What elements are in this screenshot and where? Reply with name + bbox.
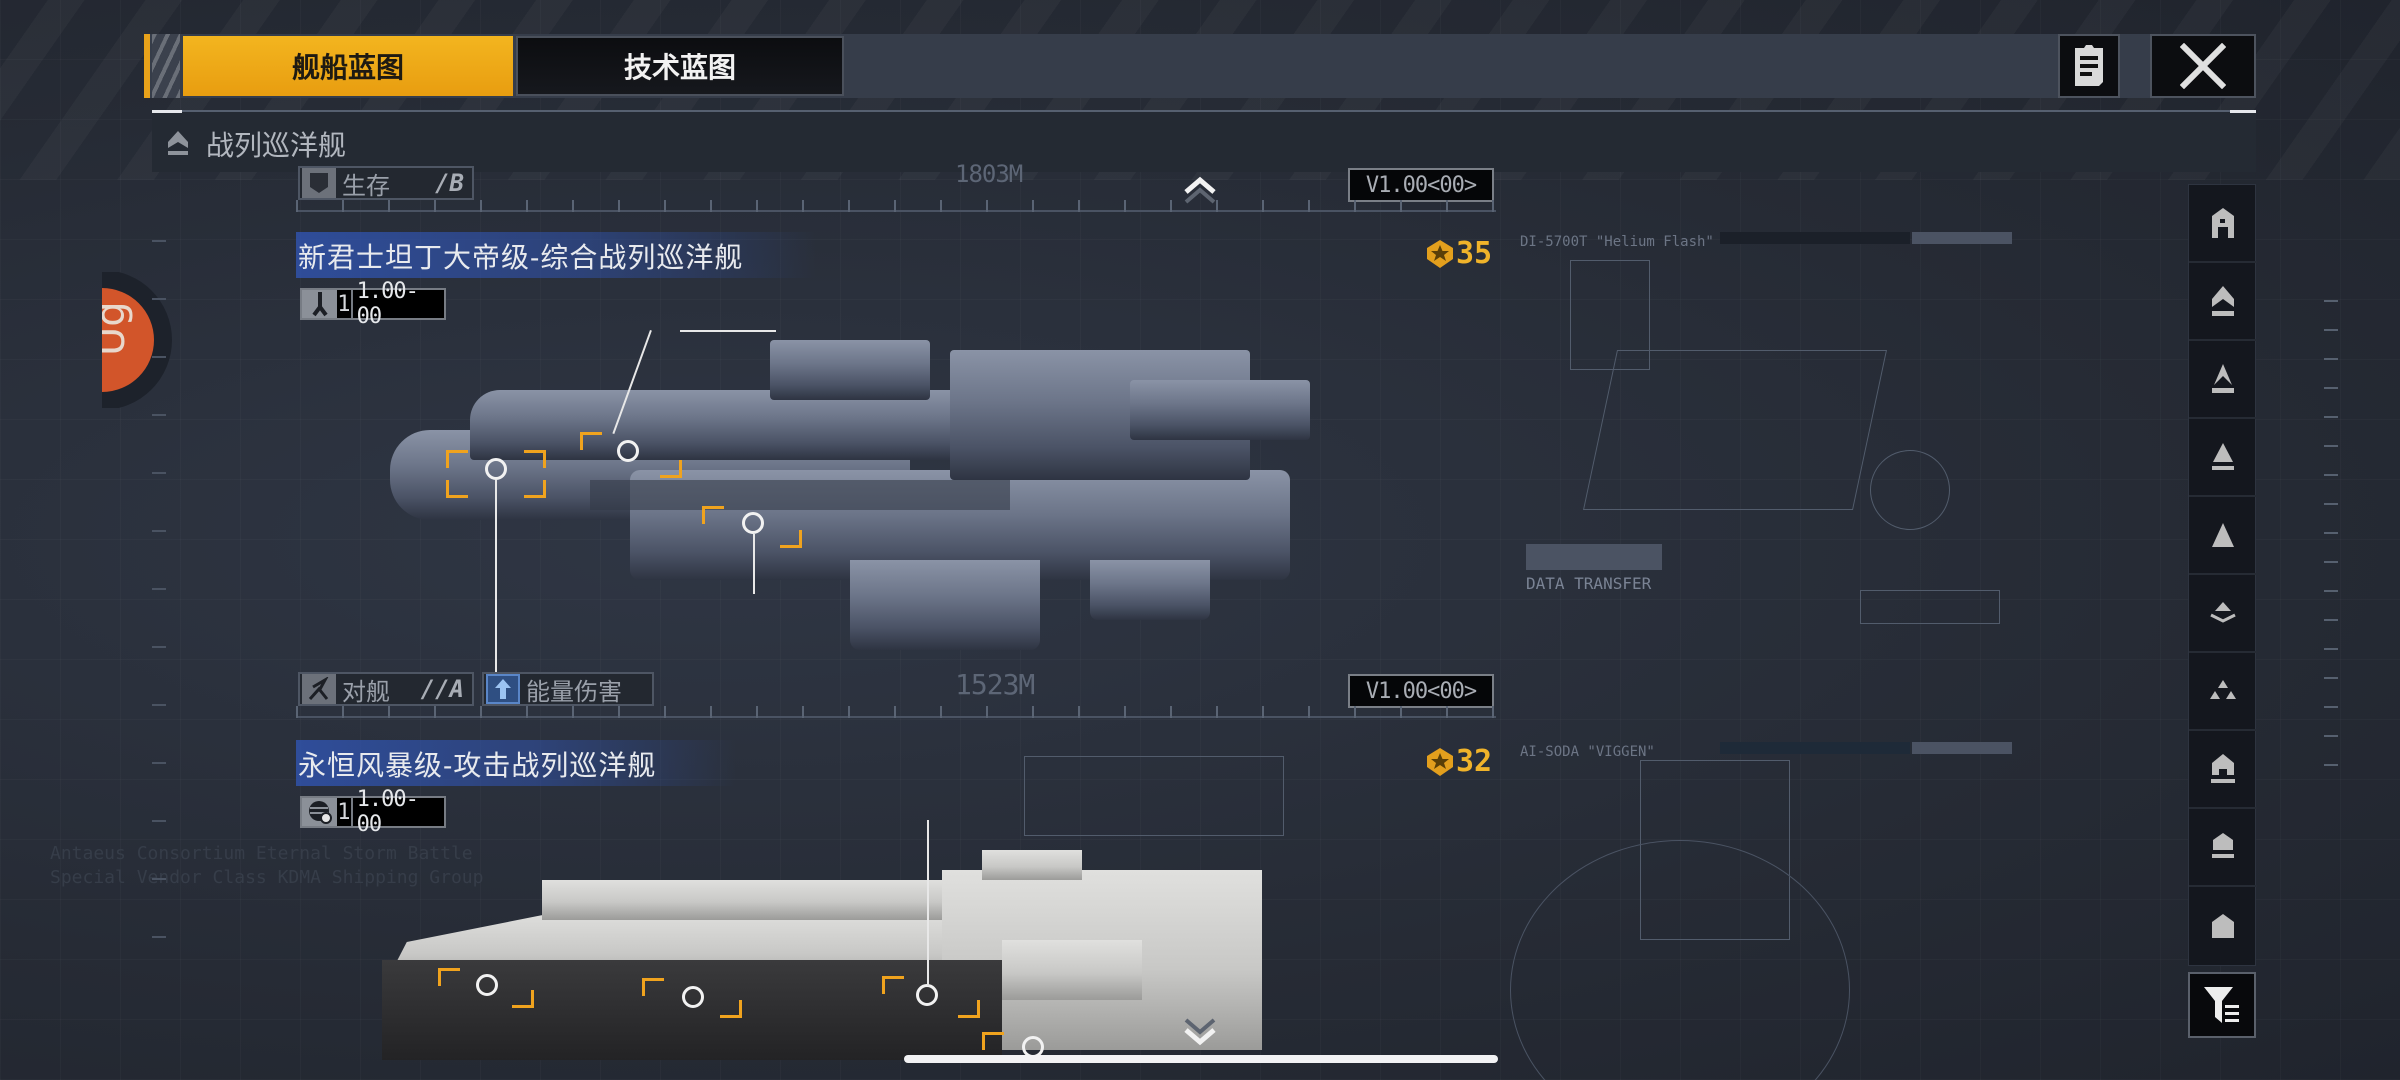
- battlecruiser-icon: [2212, 286, 2234, 316]
- top-bar-accent: [144, 34, 150, 98]
- aux-carrier-icon: [2211, 754, 2235, 783]
- blueprint-block: [1526, 544, 1662, 570]
- stat-label: 生存: [342, 172, 390, 200]
- category-bar: 战列巡洋舰: [152, 110, 2256, 172]
- filter-icon: [2204, 987, 2239, 1023]
- ship-version-code: 1.00-00: [356, 787, 419, 837]
- blueprint-schematic: [1582, 350, 1888, 510]
- ship-schematic-thumbnail: [1024, 756, 1284, 836]
- ruler-ticks: [296, 706, 1496, 718]
- home-indicator[interactable]: [904, 1055, 1498, 1063]
- filter-carrier[interactable]: [2189, 185, 2257, 263]
- filter-aux-carrier[interactable]: [2189, 731, 2257, 809]
- blueprint-label: AI-SODA "VIGGEN": [1520, 744, 1655, 760]
- tag-energy-damage: 能量伤害: [482, 672, 654, 706]
- category-bar-highlight: [152, 110, 182, 113]
- ship-length: 1523M: [955, 668, 1035, 701]
- carrier-tower-icon: [302, 290, 338, 318]
- ruler-right: [2300, 300, 2340, 780]
- filter-fighter-squad[interactable]: [2189, 653, 2257, 731]
- battlecruiser-icon: [168, 131, 188, 155]
- close-icon: [2180, 43, 2226, 89]
- ship-version-row: 1 1.00-00: [300, 279, 446, 329]
- ruler-ticks: [296, 200, 1496, 212]
- category-bar-highlight: [2230, 110, 2256, 113]
- filter-button[interactable]: [2188, 972, 2256, 1038]
- gear-module-icon: [302, 798, 338, 826]
- filter-aux-frigate[interactable]: [2189, 887, 2257, 965]
- ship-length: 1803M: [955, 160, 1023, 188]
- close-button[interactable]: [2150, 34, 2256, 98]
- filter-destroyer[interactable]: [2189, 419, 2257, 497]
- category-label: 战列巡洋舰: [206, 130, 347, 161]
- filter-battlecruiser[interactable]: [2189, 263, 2257, 341]
- tab-ship-blueprints-label: 舰船蓝图: [291, 52, 404, 83]
- blueprint-schematic: [1860, 590, 2000, 624]
- ship-cost-value: 32: [1456, 744, 1493, 779]
- notes-button[interactable]: [2058, 34, 2120, 98]
- notes-icon: [2075, 45, 2103, 86]
- ship-count: 1: [337, 798, 353, 826]
- rank-badge-icon: [1427, 239, 1453, 268]
- svg-text:Ug: Ug: [102, 301, 134, 356]
- destroyer-icon: [2212, 443, 2234, 470]
- filter-corvette[interactable]: [2189, 575, 2257, 653]
- ship-cost: 35: [1426, 236, 1492, 271]
- version-label: V1.00<00>: [1348, 168, 1494, 202]
- cruiser-icon: [2212, 364, 2234, 393]
- frigate-icon: [2212, 523, 2234, 547]
- ship-version-code: 1.00-00: [356, 279, 419, 329]
- corvette-icon: [2210, 602, 2236, 623]
- ship-cost-value: 35: [1456, 236, 1493, 271]
- ship-class-filter-bar: [2188, 184, 2257, 966]
- filter-cruiser[interactable]: [2189, 341, 2257, 419]
- tag-anti-ship: 对舰 //A: [298, 672, 474, 706]
- ship-count: 1: [337, 290, 353, 318]
- aux-cruiser-icon: [2212, 833, 2234, 858]
- version-label: V1.00<00>: [1348, 674, 1494, 708]
- filter-aux-cruiser[interactable]: [2189, 809, 2257, 887]
- tag-label: 对舰: [342, 678, 390, 706]
- tab-ship-blueprints[interactable]: 舰船蓝图: [183, 36, 513, 96]
- tab-tech-blueprints[interactable]: 技术蓝图: [516, 36, 844, 96]
- ship-cost: 32: [1426, 744, 1492, 779]
- shield-icon: [302, 168, 336, 198]
- blueprint-progress: [1720, 232, 1910, 244]
- top-bar-stripe: [152, 34, 180, 98]
- ship-name[interactable]: 永恒风暴级-攻击战列巡洋舰: [298, 750, 657, 781]
- ruler-left: [152, 240, 166, 960]
- blueprint-schematic: [1870, 450, 1950, 530]
- ship-title-highlight: [296, 232, 816, 278]
- tab-tech-blueprints-label: 技术蓝图: [623, 52, 736, 83]
- rank-badge-icon: [1427, 747, 1453, 776]
- stat-grade: /B: [435, 169, 464, 197]
- anti-ship-icon: [302, 674, 336, 704]
- ship-render-eternal-storm[interactable]: [382, 820, 1382, 1060]
- blueprint-schematic: [1570, 260, 1650, 370]
- stat-survival: 生存 /B: [298, 166, 474, 200]
- tag-label: 能量伤害: [526, 678, 622, 706]
- energy-damage-icon: [486, 674, 520, 704]
- ship-title-highlight: [296, 740, 736, 786]
- aux-frigate-icon: [2212, 914, 2234, 938]
- scroll-up-arrow-icon[interactable]: [1180, 176, 1220, 206]
- ship-render-new-constantine[interactable]: [390, 330, 1390, 680]
- scroll-down-arrow-icon[interactable]: [1180, 1016, 1220, 1046]
- blueprint-progress: [1720, 742, 1910, 754]
- carrier-icon: [2212, 208, 2234, 238]
- blueprint-progress-fill: [1912, 742, 2012, 754]
- blueprint-progress-fill: [1912, 232, 2012, 244]
- filter-frigate[interactable]: [2189, 497, 2257, 575]
- fighter-squad-icon: [2210, 680, 2236, 699]
- data-transfer-label: DATA TRANSFER: [1526, 574, 1652, 593]
- ship-version-row: 1 1.00-00: [300, 787, 446, 837]
- tag-grade: //A: [420, 675, 464, 703]
- blueprint-label: DI-5700T "Helium Flash": [1520, 234, 1714, 250]
- ship-name[interactable]: 新君士坦丁大帝级-综合战列巡洋舰: [298, 242, 744, 273]
